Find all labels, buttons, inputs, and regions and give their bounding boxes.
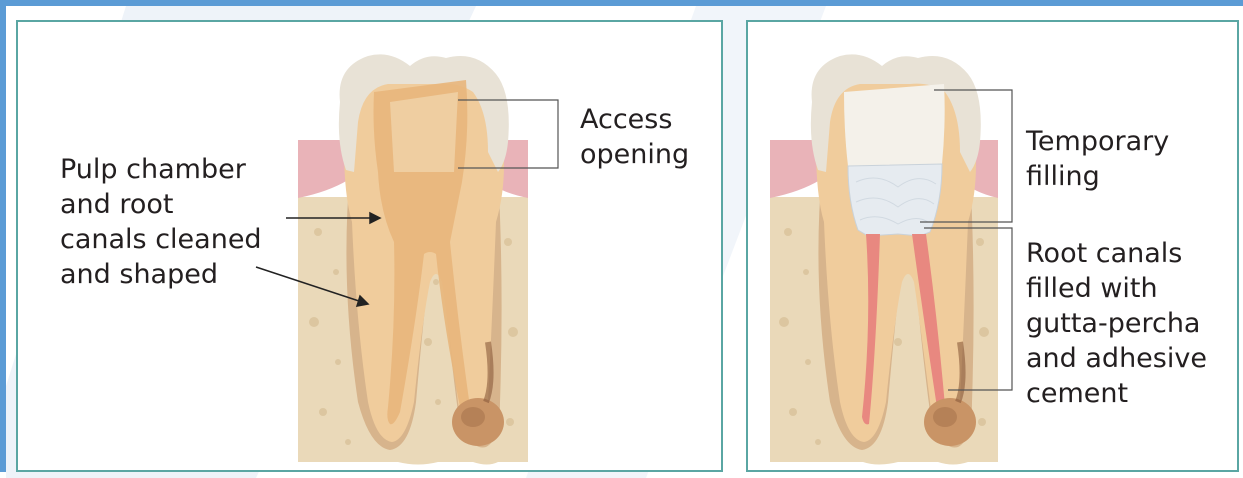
label-line: Temporary — [1026, 124, 1169, 159]
root-canals-label: Root canals filled with gutta-percha and… — [1026, 236, 1207, 411]
label-line: gutta-percha — [1026, 306, 1207, 341]
temporary-filling-top — [844, 84, 945, 166]
label-line: and shaped — [60, 257, 262, 292]
panel-filled: Temporary filling Root canals filled wit… — [746, 20, 1239, 472]
label-line: opening — [580, 137, 689, 172]
label-line: Pulp chamber — [60, 152, 262, 187]
pulp-chamber-label: Pulp chamber and root canals cleaned and… — [60, 152, 262, 292]
access-opening-label: Access opening — [580, 102, 689, 172]
temporary-filling-label: Temporary filling — [1026, 124, 1169, 194]
label-line: canals cleaned — [60, 222, 262, 257]
label-line: filling — [1026, 159, 1169, 194]
panel-access-cleaning: Access opening Pulp chamber and root can… — [16, 20, 723, 472]
access-cavity — [390, 92, 458, 172]
label-line: cement — [1026, 376, 1207, 411]
label-line: and adhesive — [1026, 341, 1207, 376]
label-line: filled with — [1026, 271, 1207, 306]
label-line: Root canals — [1026, 236, 1207, 271]
label-line: and root — [60, 187, 262, 222]
label-line: Access — [580, 102, 689, 137]
